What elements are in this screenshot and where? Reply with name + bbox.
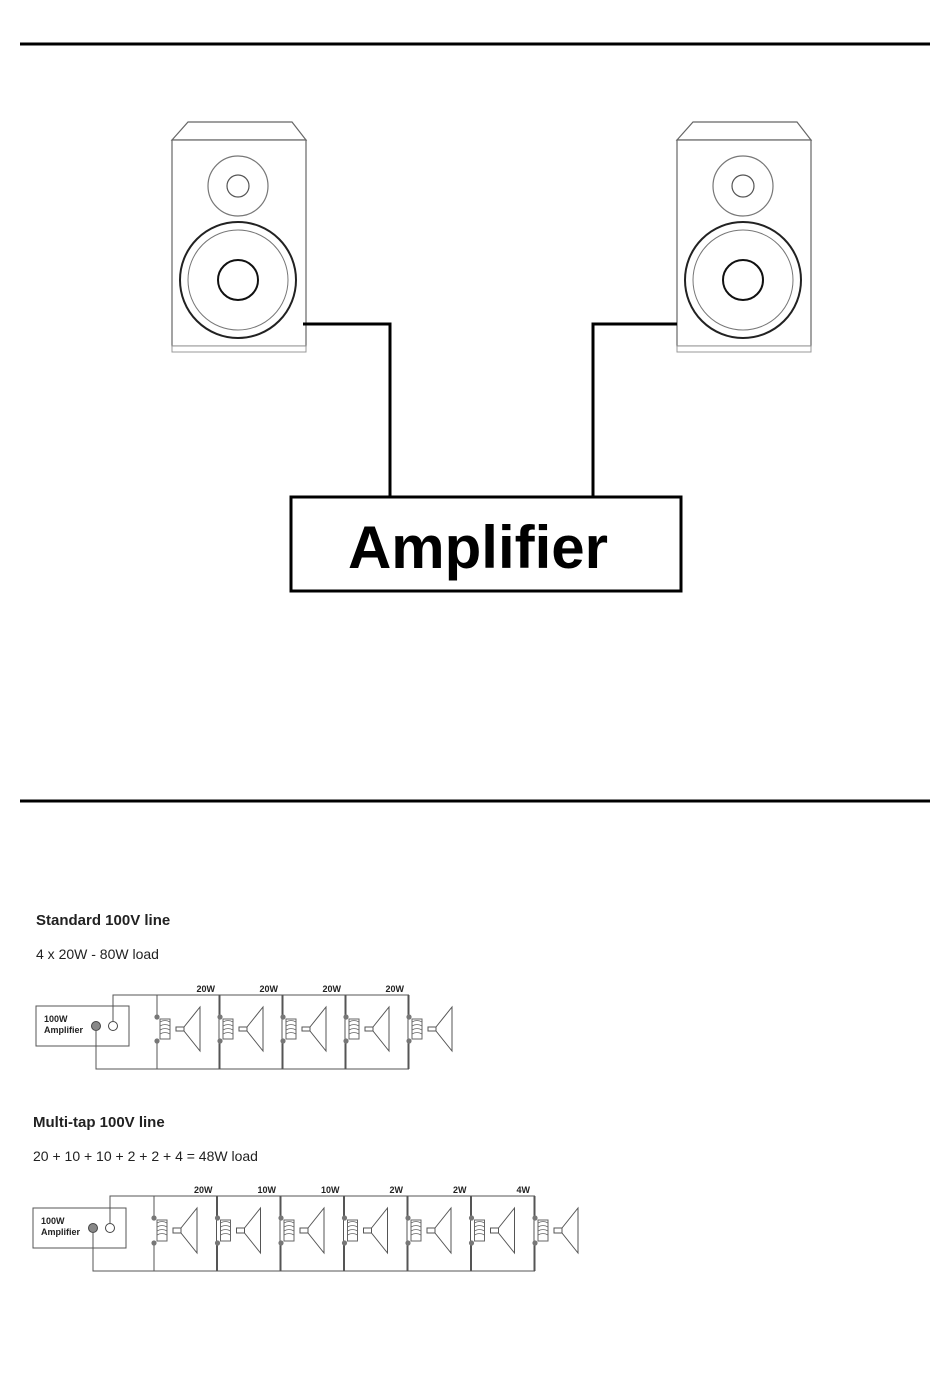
tap-wattage-label: 4W: [517, 1185, 531, 1195]
transformer-coil-icon: [217, 1014, 233, 1043]
left-speaker-icon: [172, 122, 306, 352]
terminal-icon: [89, 1224, 98, 1233]
small-speaker-icon: [173, 1208, 197, 1253]
transformer-coil-icon: [469, 1215, 485, 1245]
terminal-icon: [109, 1022, 118, 1031]
transformer-coil-icon: [343, 1014, 359, 1043]
tap-wattage-label: 2W: [390, 1185, 404, 1195]
small-speaker-icon: [364, 1208, 388, 1253]
right-speaker-icon: [677, 122, 811, 352]
tap-wattage-label: 20W: [259, 984, 278, 994]
amplifier-label: Amplifier: [348, 514, 608, 581]
small-amplifier-label-2: Amplifier: [41, 1227, 81, 1237]
transformer-coil-icon: [342, 1215, 358, 1245]
multitap-line-load: 20 + 10 + 10 + 2 + 2 + 4 = 48W load: [33, 1148, 258, 1164]
tap-wattage-label: 10W: [257, 1185, 276, 1195]
small-speaker-icon: [300, 1208, 324, 1253]
tap-wattage-label: 2W: [453, 1185, 467, 1195]
tap-wattage-label: 20W: [385, 984, 404, 994]
terminal-icon: [92, 1022, 101, 1031]
small-speaker-icon: [302, 1007, 326, 1051]
small-amplifier-label-2: Amplifier: [44, 1025, 84, 1035]
terminal-icon: [106, 1224, 115, 1233]
transformer-coil-icon: [278, 1215, 294, 1245]
small-speaker-icon: [491, 1208, 515, 1253]
transformer-coil-icon: [532, 1215, 548, 1245]
tap-wattage-label: 20W: [196, 984, 215, 994]
tap-wattage-label: 20W: [322, 984, 341, 994]
transformer-coil-icon: [406, 1014, 422, 1043]
small-speaker-icon: [427, 1208, 451, 1253]
small-speaker-icon: [428, 1007, 452, 1051]
multitap-line-title: Multi-tap 100V line: [33, 1114, 165, 1131]
small-speaker-icon: [176, 1007, 200, 1051]
right-speaker-cable: [593, 324, 677, 497]
transformer-coil-icon: [280, 1014, 296, 1043]
transformer-coil-icon: [405, 1215, 421, 1245]
standard-line-title: Standard 100V line: [36, 912, 170, 929]
small-amplifier-label-1: 100W: [44, 1014, 68, 1024]
tap-wattage-label: 20W: [194, 1185, 213, 1195]
transformer-coil-icon: [215, 1215, 231, 1245]
small-speaker-icon: [239, 1007, 263, 1051]
small-speaker-icon: [365, 1007, 389, 1051]
left-speaker-cable: [303, 324, 390, 497]
transformer-coil-icon: [151, 1215, 167, 1245]
transformer-coil-icon: [154, 1014, 170, 1043]
small-speaker-icon: [237, 1208, 261, 1253]
small-amplifier-label-1: 100W: [41, 1216, 65, 1226]
tap-wattage-label: 10W: [321, 1185, 340, 1195]
standard-line-load: 4 x 20W - 80W load: [36, 946, 159, 962]
small-speaker-icon: [554, 1208, 578, 1253]
